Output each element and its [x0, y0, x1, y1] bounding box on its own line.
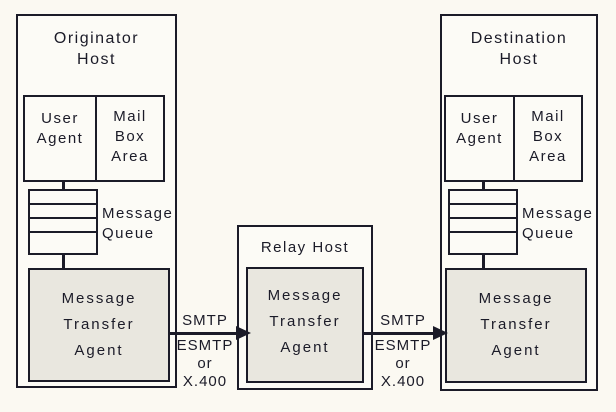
destination-user-agent-mailbox-box: User Agent Mail Box Area — [444, 95, 583, 182]
originator-mailbox-area-label: Mail Box Area — [111, 108, 149, 165]
queue-slot — [30, 205, 96, 219]
relay-host-box: Relay Host Message Transfer Agent — [237, 225, 373, 390]
destination-user-agent-label: User Agent — [446, 97, 515, 180]
left-arrow-head-icon — [236, 326, 251, 340]
right-arrow-head-icon — [433, 326, 448, 340]
queue-slot — [30, 191, 96, 205]
queue-slot — [450, 219, 516, 233]
originator-host-title: Originator Host — [53, 30, 140, 68]
queue-slot — [30, 219, 96, 233]
originator-message-queue-stack — [28, 189, 98, 255]
destination-message-queue-stack — [448, 189, 518, 255]
queue-slot — [450, 205, 516, 219]
relay-host-title: Relay Host — [260, 239, 350, 256]
left-protocol-label-smtp: SMTP — [182, 312, 228, 329]
left-arrow-line — [168, 332, 238, 335]
queue-slot — [30, 233, 96, 247]
destination-host-title: Destination Host — [470, 30, 568, 68]
destination-queue-to-mta-connector — [482, 253, 485, 269]
originator-message-queue-label: Message Queue — [102, 205, 174, 242]
originator-user-agent-label: User Agent — [25, 97, 97, 180]
destination-mailbox-area-label: Mail Box Area — [529, 108, 567, 165]
queue-slot — [450, 191, 516, 205]
originator-message-transfer-agent-box: Message Transfer Agent — [28, 268, 170, 382]
destination-message-transfer-agent-box: Message Transfer Agent — [445, 268, 587, 383]
originator-user-agent-mailbox-box: User Agent Mail Box Area — [23, 95, 165, 182]
destination-ua-to-queue-connector — [482, 180, 485, 191]
queue-slot — [450, 233, 516, 247]
destination-host-box: Destination Host User Agent Mail Box Are… — [440, 14, 598, 391]
right-protocol-label-esmtp-x400: ESMTP or X.400 — [374, 337, 432, 390]
originator-queue-to-mta-connector — [62, 253, 65, 269]
relay-message-transfer-agent-box: Message Transfer Agent — [246, 267, 364, 383]
originator-host-box: Originator Host User Agent Mail Box Area… — [16, 14, 177, 388]
originator-ua-to-queue-connector — [62, 180, 65, 191]
right-protocol-label-smtp: SMTP — [380, 312, 426, 329]
destination-message-queue-label: Message Queue — [522, 205, 594, 242]
right-arrow-line — [363, 332, 435, 335]
left-protocol-label-esmtp-x400: ESMTP or X.400 — [176, 337, 234, 390]
